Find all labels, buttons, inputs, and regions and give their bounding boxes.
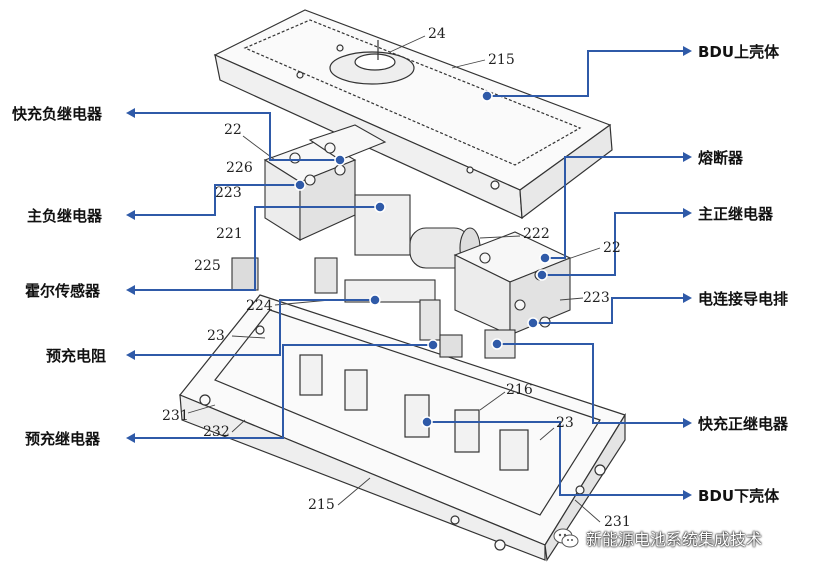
part-number: 221: [216, 226, 243, 242]
part-number: 23: [556, 415, 574, 431]
label-bdu-lower-housing: BDU下壳体: [698, 487, 780, 505]
part-number: 216: [506, 382, 533, 398]
callout-dots: [294, 90, 551, 428]
label-busbar: 电连接导电排: [698, 290, 789, 308]
label-hall-sensor: 霍尔传感器: [25, 282, 101, 300]
label-fuse: 熔断器: [698, 149, 744, 167]
part-number: 226: [226, 160, 253, 176]
label-main-negative-relay: 主负继电器: [27, 207, 103, 225]
watermark: 新能源电池系统集成技术: [552, 526, 762, 550]
part-number: 231: [162, 408, 189, 424]
part-number: 22: [224, 122, 242, 138]
watermark-text: 新能源电池系统集成技术: [586, 530, 763, 549]
label-precharge-relay: 预充继电器: [25, 430, 101, 448]
part-number: 232: [203, 424, 230, 440]
callout-arrowheads: [126, 46, 692, 500]
part-number: 222: [523, 226, 550, 242]
label-bdu-upper-housing: BDU上壳体: [698, 43, 780, 61]
part-number: 224: [246, 298, 273, 314]
part-number: 22: [603, 240, 621, 256]
part-number: 223: [583, 290, 610, 306]
component-parts: [231, 124, 572, 359]
part-number: 215: [308, 497, 335, 513]
callout-lines: [135, 50, 683, 496]
wechat-icon: [553, 528, 579, 548]
part-number: 225: [194, 258, 221, 274]
part-number: 24: [428, 26, 446, 42]
label-main-positive-relay: 主正继电器: [698, 205, 774, 223]
part-number: 231: [604, 514, 631, 530]
part-number: 23: [207, 328, 225, 344]
part-number: 215: [488, 52, 515, 68]
label-precharge-resistor: 预充电阻: [46, 347, 107, 365]
bdu-lower-housing: [179, 294, 626, 562]
label-fast-charge-negative-relay: 快充负继电器: [12, 105, 103, 123]
part-number: 223: [215, 185, 242, 201]
label-fast-charge-positive-relay: 快充正继电器: [698, 415, 789, 433]
